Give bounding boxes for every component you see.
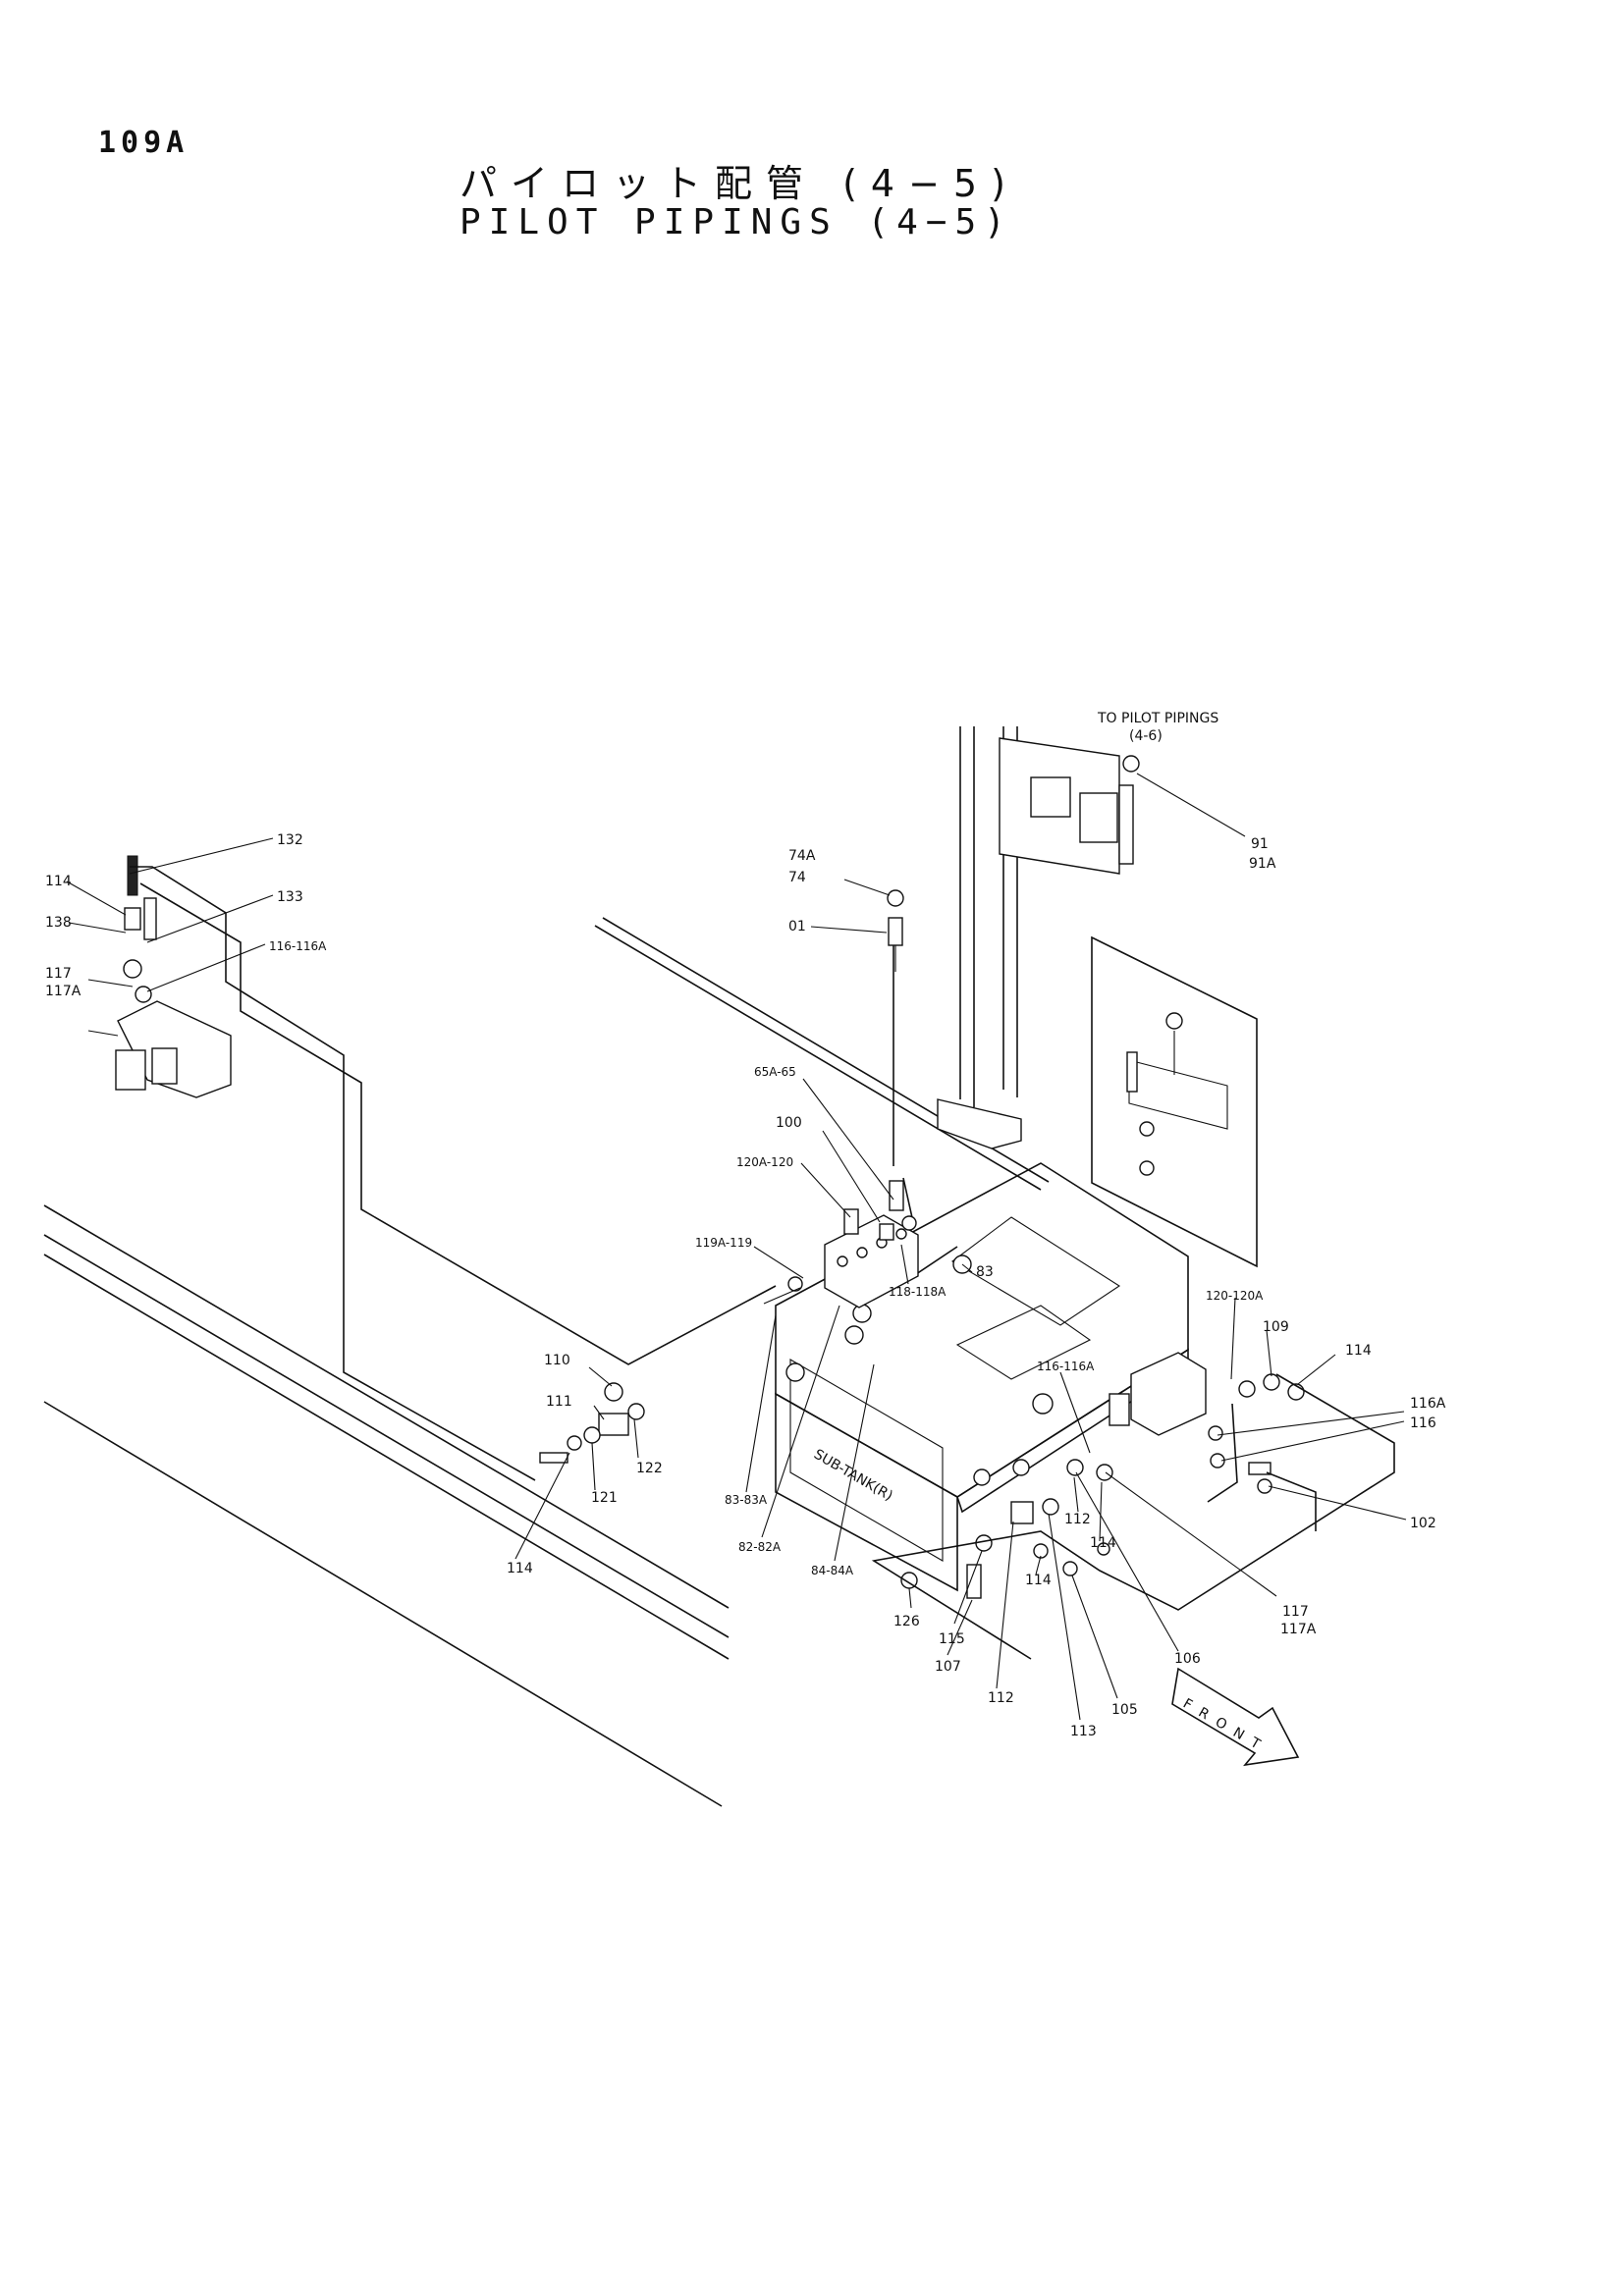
callout-112-a: 112: [1064, 1512, 1091, 1527]
front-label: FRONT: [1180, 1696, 1271, 1758]
callout-65a-65: 65A-65: [754, 1065, 796, 1079]
callout-117a-left: 117A: [45, 984, 81, 999]
callout-132: 132: [277, 832, 303, 848]
callout-labels: 132 114 133 138 116-116A 117 117A 74A 74…: [45, 832, 1446, 1739]
callout-116-116a-left: 116-116A: [269, 939, 327, 953]
callout-83: 83: [976, 1264, 994, 1280]
callout-91a: 91A: [1249, 856, 1276, 872]
callout-01: 01: [788, 919, 806, 934]
callout-114-b: 114: [507, 1561, 533, 1576]
center-manifold: [763, 1180, 972, 1308]
callout-83-83a: 83-83A: [725, 1493, 768, 1507]
callout-122: 122: [636, 1461, 663, 1476]
callout-110: 110: [544, 1353, 570, 1368]
callout-105: 105: [1111, 1702, 1138, 1718]
callout-109: 109: [1263, 1319, 1289, 1335]
callout-114-c: 114: [1345, 1343, 1372, 1359]
front-arrow: FRONT: [1171, 1667, 1300, 1767]
callout-117a-right: 117A: [1280, 1622, 1317, 1637]
callout-121: 121: [591, 1490, 618, 1506]
lower-left-fittings: [539, 1382, 645, 1464]
callout-82-82a: 82-82A: [738, 1540, 782, 1554]
callout-116-116a-right: 116-116A: [1037, 1360, 1095, 1373]
callout-112-b: 112: [988, 1690, 1014, 1706]
callout-114-a: 114: [45, 874, 72, 889]
left-valve-assembly: [87, 855, 232, 1098]
detail-inset: [1091, 935, 1258, 1268]
callout-74: 74: [788, 870, 806, 885]
pilot-pipes: [130, 866, 958, 1481]
column-structure: [937, 726, 1134, 1149]
callout-114-d: 114: [1090, 1535, 1116, 1551]
page-title-japanese: パイロット配管 (4−5): [460, 162, 1019, 205]
sub-tank: [775, 1162, 1189, 1592]
callout-114-e: 114: [1025, 1573, 1052, 1588]
callout-115: 115: [939, 1631, 965, 1647]
callout-107: 107: [935, 1659, 961, 1675]
callout-91: 91: [1251, 836, 1269, 852]
leader-lines: [66, 773, 1407, 1721]
callout-102: 102: [1410, 1516, 1436, 1531]
right-manifold: [871, 1352, 1395, 1660]
callout-138: 138: [45, 915, 72, 931]
page-title-english: PILOT PIPINGS (4−5): [460, 202, 1013, 242]
to-pilot-pipings-ref: (4-6): [1129, 728, 1163, 744]
callout-116: 116: [1410, 1415, 1436, 1431]
callout-100: 100: [776, 1115, 802, 1131]
callout-84-84a: 84-84A: [811, 1564, 854, 1577]
page-number: 109A: [98, 126, 189, 160]
to-pilot-pipings-note: TO PILOT PIPINGS: [1097, 711, 1218, 726]
callout-120a-120: 120A-120: [736, 1155, 793, 1169]
callout-117-right: 117: [1282, 1604, 1309, 1620]
top-fittings: [887, 755, 1140, 972]
callout-74a: 74A: [788, 848, 816, 864]
callout-126: 126: [893, 1614, 920, 1629]
callout-113: 113: [1070, 1724, 1097, 1739]
callout-119a-119: 119A-119: [695, 1236, 752, 1250]
callout-116a: 116A: [1410, 1396, 1446, 1412]
callout-120-120a: 120-120A: [1206, 1289, 1264, 1303]
callout-117-left: 117: [45, 966, 72, 982]
callout-133: 133: [277, 889, 303, 905]
callout-106: 106: [1174, 1651, 1201, 1667]
callout-118-118a: 118-118A: [889, 1285, 947, 1299]
callout-111: 111: [546, 1394, 572, 1410]
